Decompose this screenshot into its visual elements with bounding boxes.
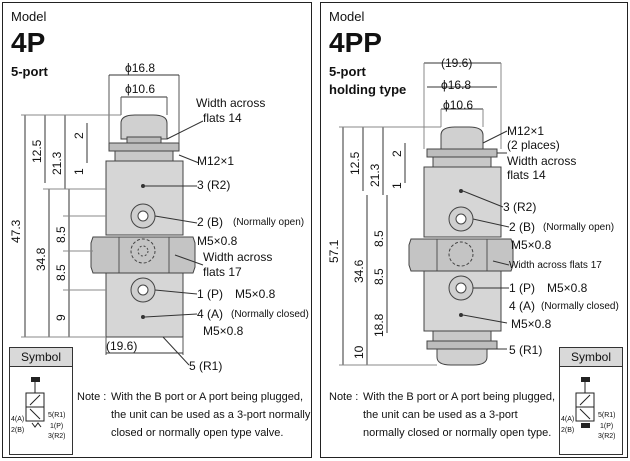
label-port-b-note: (Normally open): [543, 222, 615, 233]
vdim-8-5-upper: 8.5: [54, 226, 68, 243]
label-flats14-line1: Width across: [507, 154, 577, 168]
sym-port-p: 1(P): [600, 423, 614, 430]
sym-port-r2: 3(R2): [48, 433, 66, 440]
label-port-b-note: (Normally open): [233, 217, 305, 228]
label-port-p: 1 (P): [197, 287, 224, 301]
note-line-3: closed or normally open type valve.: [111, 427, 284, 439]
label-port-r1: 5 (R1): [189, 359, 223, 373]
sym-port-r1: 5(R1): [48, 412, 66, 419]
vdim-34-8: 34.8: [34, 247, 48, 271]
dim-diameter-10-6: ϕ10.6: [443, 98, 474, 112]
model-name: 4PP: [329, 27, 382, 58]
label-m5-b: M5×0.8: [197, 234, 238, 248]
model-name: 4P: [11, 27, 46, 58]
hex-body-shape: [90, 236, 196, 274]
dim-diameter-16-8: ϕ16.8: [441, 78, 472, 92]
model-4p-panel: Model 4P 5-port ϕ16.8 ϕ10.6 Width across…: [2, 2, 312, 458]
label-m12-places: (2 places): [507, 138, 560, 152]
model-subtitle-2: holding type: [329, 82, 407, 97]
vdim-1: 1: [72, 168, 86, 175]
push-button-shape: [120, 114, 168, 140]
model-label: Model: [11, 9, 47, 24]
symbol-title: Symbol: [9, 347, 73, 367]
dim-diameter-10-6: ϕ10.6: [125, 82, 156, 96]
vdim-2: 2: [72, 132, 86, 139]
model-subtitle: 5-port: [11, 64, 48, 79]
model-subtitle: 5-port: [329, 64, 366, 79]
vdim-34-6: 34.6: [352, 259, 366, 283]
vdim-21-3: 21.3: [368, 163, 382, 187]
note-line-2: the unit can be used as a 3-port normall…: [111, 409, 311, 421]
vdim-21-3: 21.3: [50, 151, 64, 175]
vdim-57-1: 57.1: [327, 239, 341, 263]
sym-port-p: 1(P): [50, 423, 64, 430]
label-port-a-note: (Normally closed): [231, 309, 309, 320]
vdim-10: 10: [352, 345, 366, 359]
label-m5-p: M5×0.8: [547, 281, 588, 295]
sym-port-b: 2(B): [561, 427, 575, 434]
label-m12: M12×1: [507, 124, 545, 138]
label-port-a: 4 (A): [197, 307, 224, 321]
label-port-r2: 3 (R2): [503, 200, 537, 214]
symbol-box: 4(A) 2(B) 5(R1) 1(P) 3(R2): [9, 366, 73, 455]
thread-ring-shape: [114, 150, 174, 162]
vdim-12-5: 12.5: [348, 151, 362, 175]
symbol-box: 4(A) 2(B) 5(R1) 1(P) 3(R2): [559, 366, 623, 455]
vdim-18-8: 18.8: [372, 313, 386, 337]
sym-port-a: 4(A): [561, 416, 575, 423]
model-label: Model: [329, 9, 365, 24]
label-flats14-line1: Width across: [196, 96, 266, 110]
label-port-r1: 5 (R1): [509, 343, 543, 357]
vdim-2: 2: [390, 150, 404, 157]
label-flats17: Width across flats 17: [509, 260, 602, 271]
label-flats17-line1: Width across: [203, 250, 273, 264]
symbol-title: Symbol: [559, 347, 623, 367]
sym-port-a: 4(A): [11, 416, 25, 423]
vdim-9: 9: [54, 314, 68, 321]
label-m5-b: M5×0.8: [511, 238, 552, 252]
note-line-2: the unit can be used as a 3-port: [363, 409, 518, 421]
vdim-8-5-lower: 8.5: [372, 268, 386, 285]
sym-port-r2: 3(R2): [598, 433, 616, 440]
model-4pp-panel: Model 4PP 5-port holding type (19.6) ϕ16…: [320, 2, 628, 458]
label-flats17-line2: flats 17: [203, 265, 242, 279]
dim-19-6: (19.6): [106, 339, 138, 353]
pneumatic-symbol-icon: [25, 377, 45, 428]
sym-port-r1: 5(R1): [598, 412, 616, 419]
dim-19-6: (19.6): [441, 56, 473, 70]
label-port-p: 1 (P): [509, 281, 536, 295]
vdim-1: 1: [390, 182, 404, 189]
note-line-1: With the B port or A port being plugged,: [111, 391, 304, 403]
vdim-8-5-lower: 8.5: [54, 264, 68, 281]
valve-4p-drawing: [21, 74, 204, 366]
note-prefix: Note :: [77, 391, 107, 403]
label-port-a-note: (Normally closed): [541, 301, 619, 312]
pneumatic-symbol-icon: [575, 377, 595, 428]
hex-nut-shape: [108, 142, 180, 152]
label-port-r2: 3 (R2): [197, 178, 231, 192]
note-line-1: With the B port or A port being plugged,: [363, 391, 556, 403]
sym-port-b: 2(B): [11, 427, 25, 434]
label-port-b: 2 (B): [509, 220, 536, 234]
note-line-3: normally closed or normally open type.: [363, 427, 552, 439]
label-flats14-line2: flats 14: [203, 111, 242, 125]
label-m12: M12×1: [197, 154, 235, 168]
note-prefix: Note :: [329, 391, 359, 403]
label-flats14-line2: flats 14: [507, 168, 546, 182]
vdim-8-5-upper: 8.5: [372, 230, 386, 247]
vdim-12-5: 12.5: [30, 139, 44, 163]
label-m5-a: M5×0.8: [511, 317, 552, 331]
dim-diameter-16-8: ϕ16.8: [125, 61, 156, 75]
label-port-b: 2 (B): [197, 215, 224, 229]
vdim-47-3: 47.3: [9, 219, 23, 243]
label-port-a: 4 (A): [509, 299, 536, 313]
label-m5-p: M5×0.8: [235, 287, 276, 301]
valve-4pp-drawing: [339, 62, 514, 366]
label-m5-a: M5×0.8: [203, 324, 244, 338]
button-stem-shape: [126, 136, 162, 144]
